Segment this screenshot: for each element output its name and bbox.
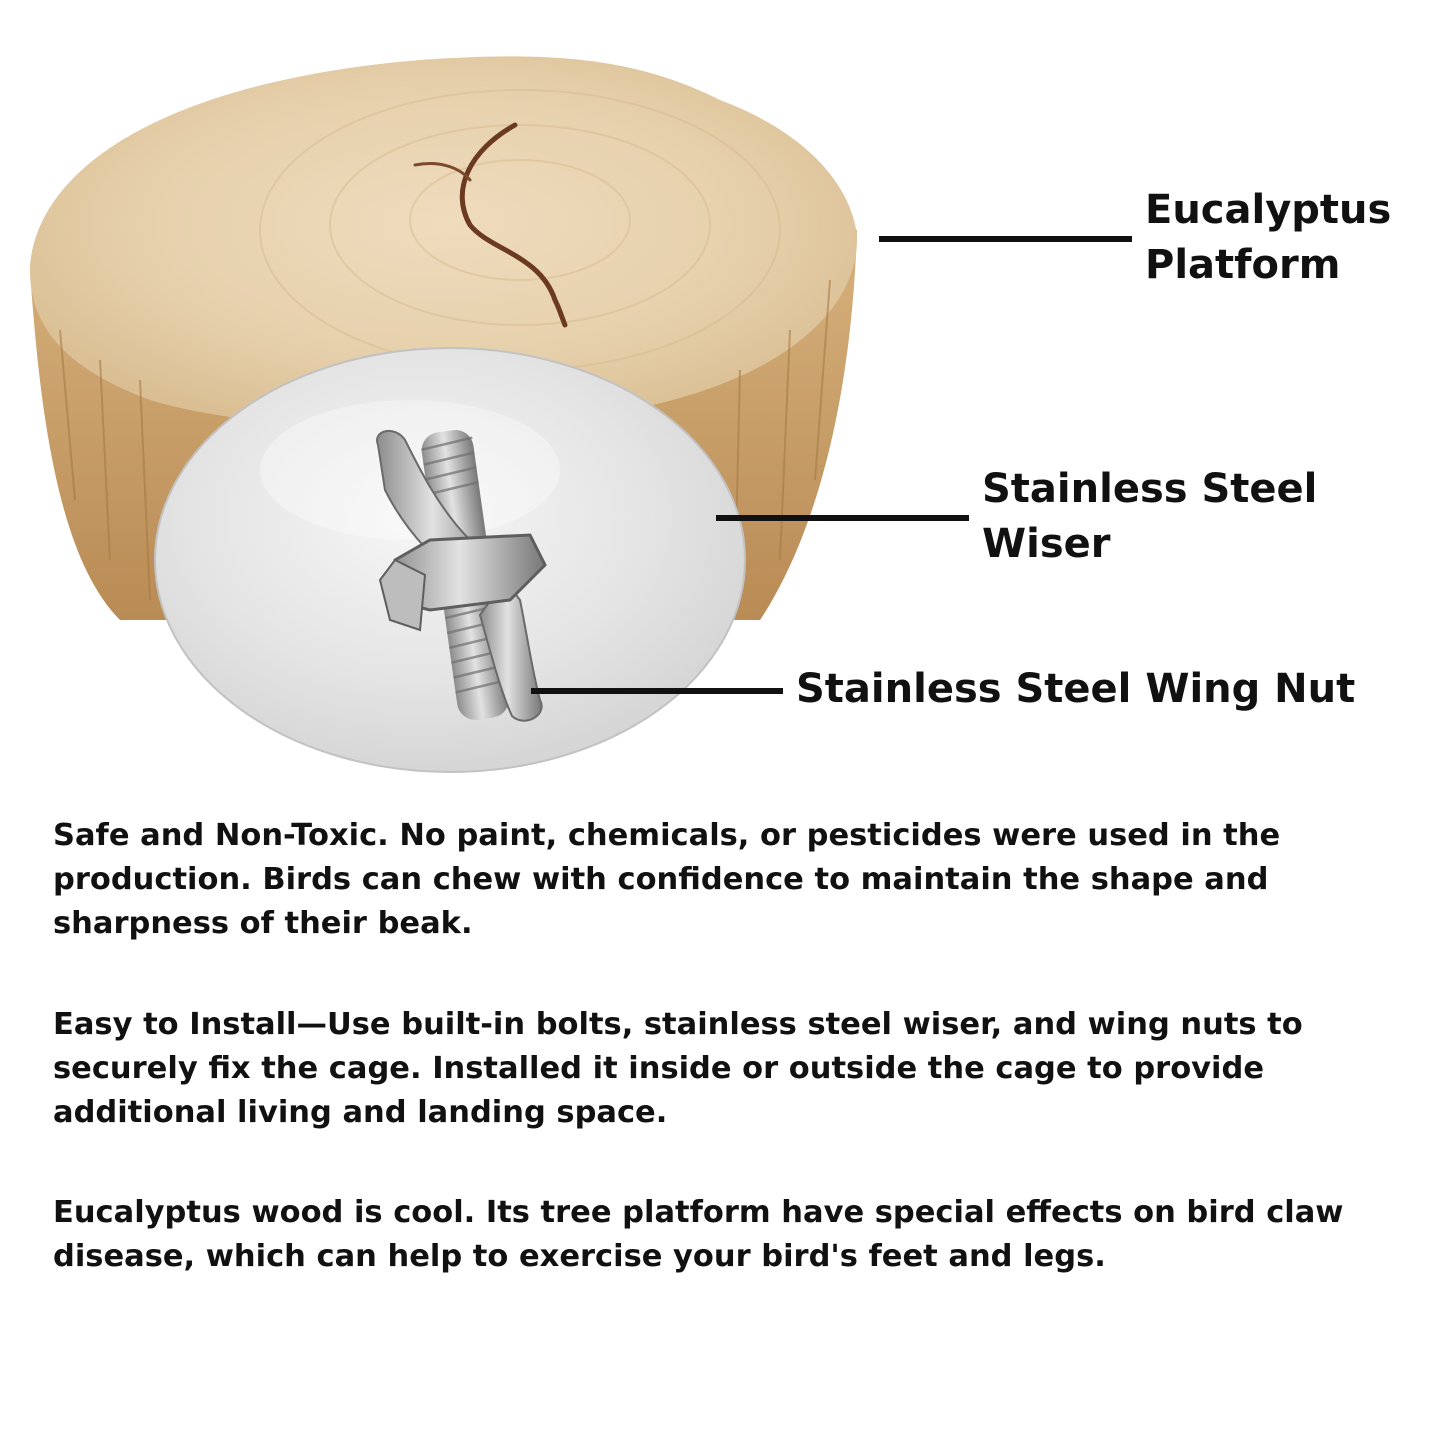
washer-callout-line1: Stainless Steel (982, 466, 1318, 512)
feature-paragraph-eucalyptus: Eucalyptus wood is cool. Its tree platfo… (53, 1195, 1344, 1274)
feature-paragraph-safety: Safe and Non-Toxic. No paint, chemicals,… (53, 818, 1281, 941)
wood-crack (459, 122, 568, 328)
washer-callout-label: Stainless Steel Wiser (982, 462, 1317, 572)
platform-callout-line2: Platform (1145, 242, 1341, 288)
product-illustration: Eucalyptus Platform Stainless Steel Wise… (29, 56, 1391, 773)
feature-paragraph-install: Easy to Install—Use built-in bolts, stai… (53, 1007, 1303, 1130)
washer-callout-line (716, 515, 969, 521)
platform-callout-line1: Eucalyptus (1145, 187, 1392, 233)
platform-callout-line (879, 236, 1132, 242)
platform-callout-label: Eucalyptus Platform (1145, 183, 1391, 293)
wood-top-surface (29, 56, 858, 429)
wing-nut (376, 430, 547, 722)
wood-perch-platform-image (29, 56, 858, 773)
washer-callout-line2: Wiser (982, 521, 1111, 567)
wing-nut-callout-label: Stainless Steel Wing Nut (796, 662, 1355, 717)
wing-nut-callout-line1: Stainless Steel Wing Nut (796, 666, 1356, 712)
wing-nut-callout-line (531, 688, 783, 694)
